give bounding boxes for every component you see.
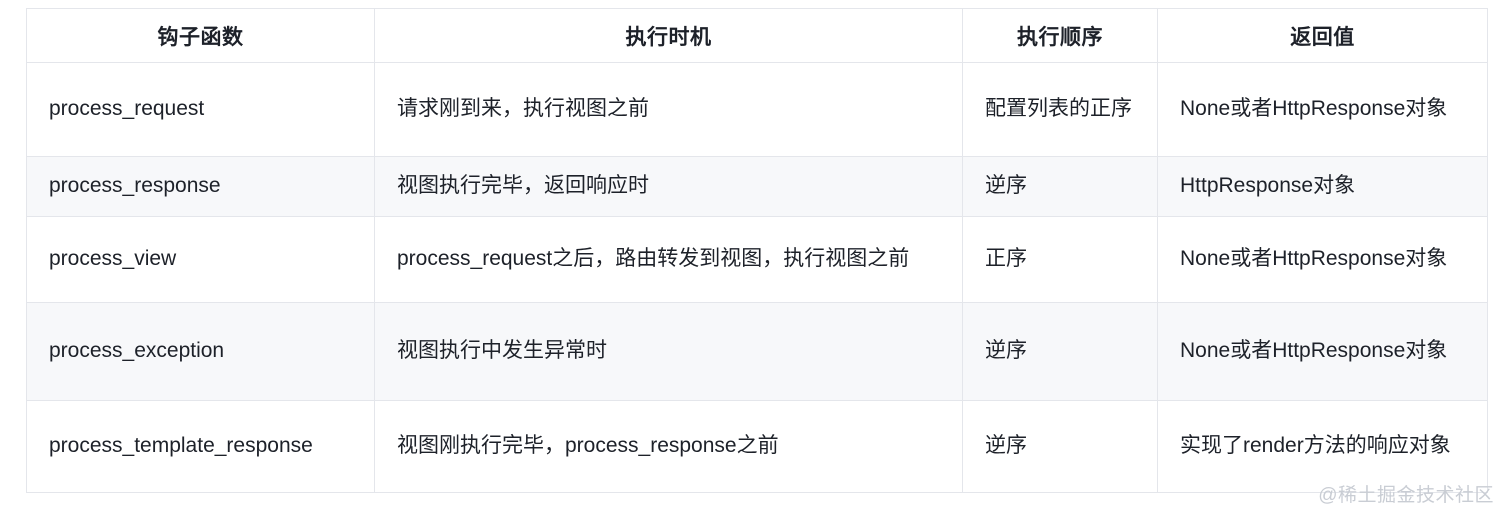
hook-table-container: 钩子函数 执行时机 执行顺序 返回值 process_request 请求刚到来… [26,8,1488,493]
column-header-order: 执行顺序 [962,8,1158,63]
cell-order: 正序 [962,216,1158,303]
middleware-hook-table: 钩子函数 执行时机 执行顺序 返回值 process_request 请求刚到来… [26,8,1488,493]
cell-timing: 视图执行中发生异常时 [374,302,963,401]
cell-timing: 请求刚到来，执行视图之前 [374,62,963,157]
cell-order: 逆序 [962,302,1158,401]
cell-return-value: None或者HttpResponse对象 [1157,216,1488,303]
table-header-row: 钩子函数 执行时机 执行顺序 返回值 [26,8,1488,63]
cell-order: 逆序 [962,400,1158,493]
cell-hook-name: process_response [26,156,375,217]
table-row: process_response 视图执行完毕，返回响应时 逆序 HttpRes… [26,156,1488,217]
cell-hook-name: process_request [26,62,375,157]
cell-hook-name: process_exception [26,302,375,401]
cell-order: 配置列表的正序 [962,62,1158,157]
table-row: process_exception 视图执行中发生异常时 逆序 None或者Ht… [26,302,1488,401]
table-header: 钩子函数 执行时机 执行顺序 返回值 [26,8,1488,63]
column-header-returns: 返回值 [1157,8,1488,63]
column-header-timing: 执行时机 [374,8,963,63]
table-row: process_view process_request之后，路由转发到视图，执… [26,216,1488,303]
watermark: @稀土掘金技术社区 [1318,485,1494,506]
cell-hook-name: process_view [26,216,375,303]
table-row: process_template_response 视图刚执行完毕，proces… [26,400,1488,493]
table-row: process_request 请求刚到来，执行视图之前 配置列表的正序 Non… [26,62,1488,157]
cell-order: 逆序 [962,156,1158,217]
cell-return-value: None或者HttpResponse对象 [1157,302,1488,401]
table-body: process_request 请求刚到来，执行视图之前 配置列表的正序 Non… [26,62,1488,493]
cell-return-value: None或者HttpResponse对象 [1157,62,1488,157]
cell-return-value: HttpResponse对象 [1157,156,1488,217]
column-header-hook: 钩子函数 [26,8,375,63]
cell-timing: 视图执行完毕，返回响应时 [374,156,963,217]
cell-hook-name: process_template_response [26,400,375,493]
cell-timing: 视图刚执行完毕，process_response之前 [374,400,963,493]
cell-timing: process_request之后，路由转发到视图，执行视图之前 [374,216,963,303]
cell-return-value: 实现了render方法的响应对象 [1157,400,1488,493]
